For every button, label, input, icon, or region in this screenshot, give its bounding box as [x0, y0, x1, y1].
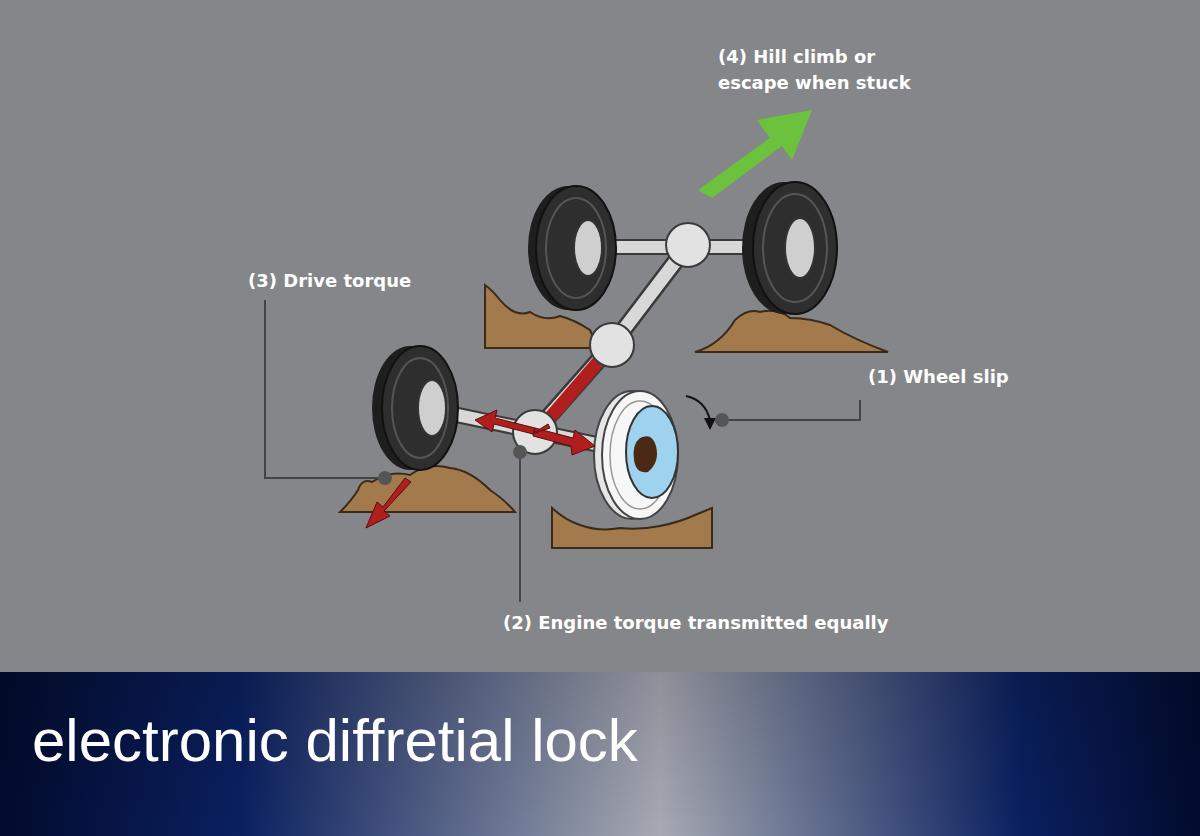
title-band	[0, 672, 1200, 836]
leader-dots	[378, 413, 729, 485]
leader-lines	[265, 300, 860, 602]
front-left-wheel	[372, 346, 458, 470]
rear-left-wheel	[528, 186, 616, 310]
torque-arrows	[366, 410, 595, 528]
title: electronic diffretial lock	[32, 706, 638, 776]
rear-right-wheel	[742, 182, 837, 314]
callout-label: (2) Engine torque transmitted equally	[503, 610, 889, 636]
mud	[340, 285, 888, 548]
slipping-wheel	[594, 391, 716, 519]
center-joint	[590, 323, 634, 367]
title-band-shade	[0, 672, 1200, 836]
background	[0, 0, 1200, 672]
callout-label: (3) Drive torque	[248, 268, 411, 294]
torque-shaft	[548, 362, 598, 420]
callout-label: (1) Wheel slip	[868, 364, 1009, 390]
callout-label: (4) Hill climb or escape when stuck	[718, 44, 948, 96]
